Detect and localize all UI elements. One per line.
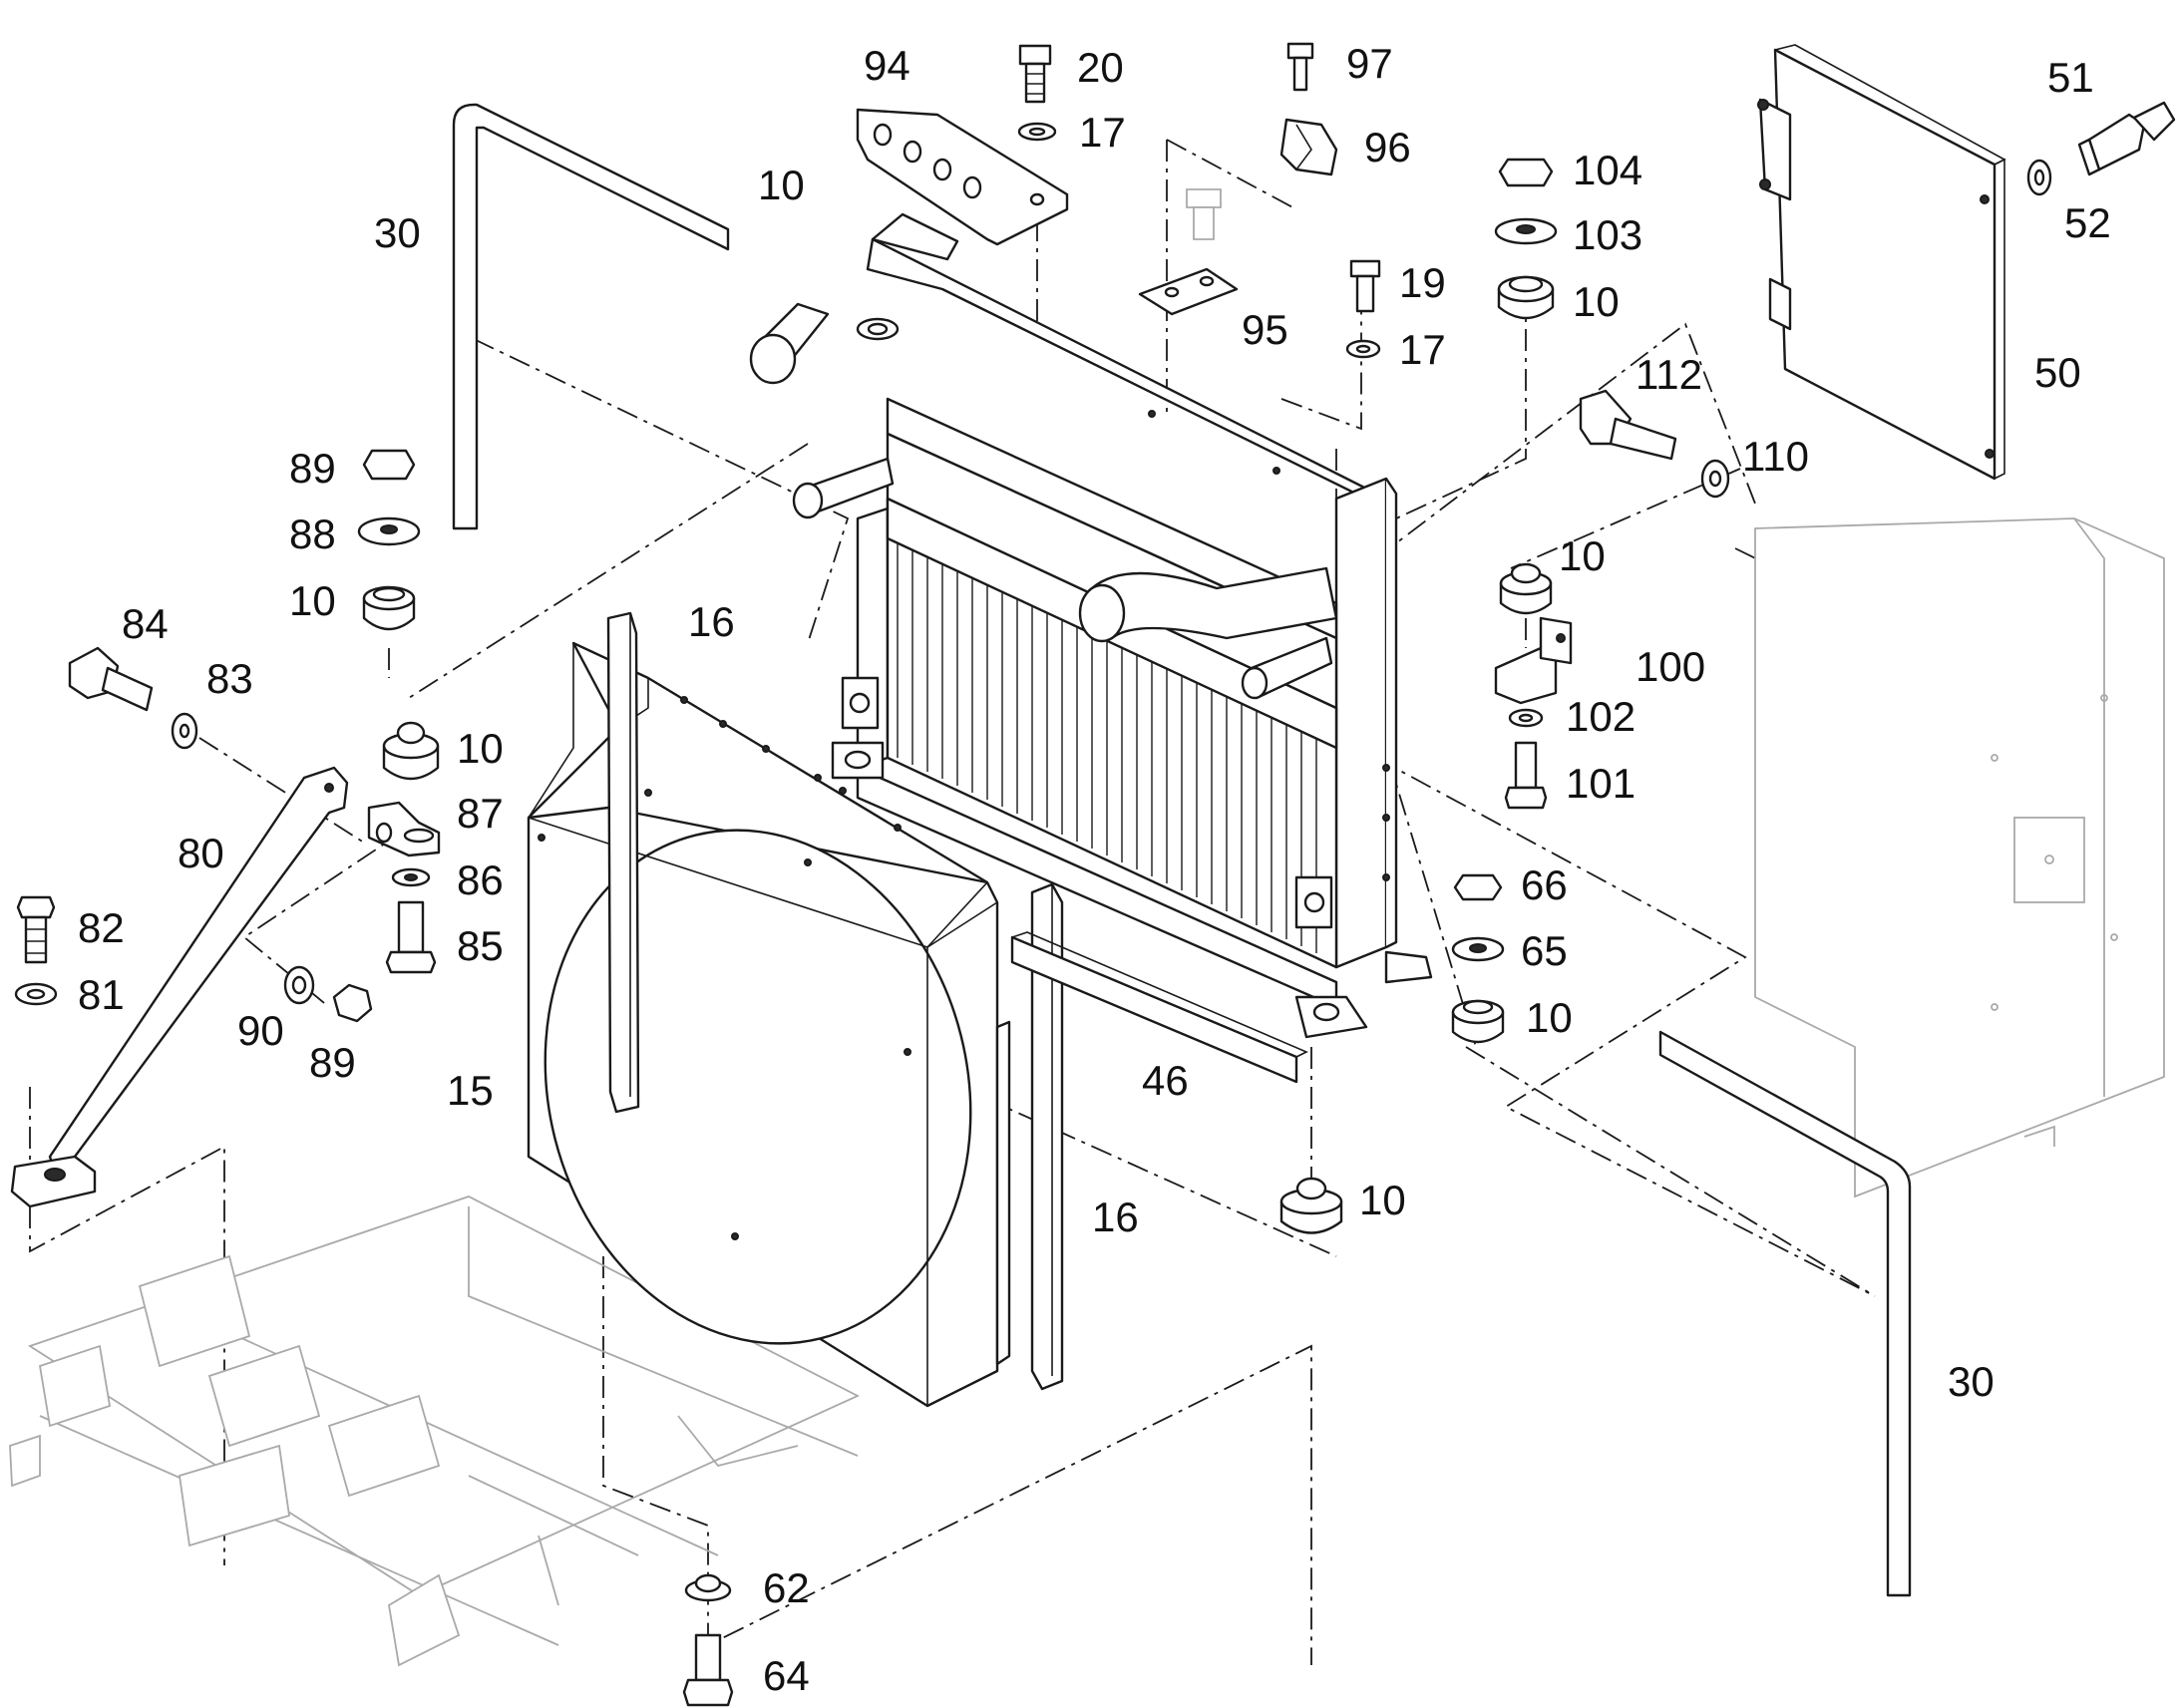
callout-19: 19 [1399,259,1446,306]
callout-100: 100 [1635,643,1705,690]
part-65-washer [1451,936,1505,962]
callout-10-radiator: 10 [758,162,805,208]
part-85-bolt [385,900,437,974]
part-86-washer [391,867,431,887]
part-88-washer [357,516,421,546]
callout-20: 20 [1077,44,1124,91]
callout-15: 15 [447,1067,494,1114]
callout-104: 104 [1573,147,1642,193]
part-19-bolt [1349,259,1381,313]
radiator-assembly [749,212,1433,1039]
callout-10-left-upper: 10 [289,577,336,624]
callout-51: 51 [2047,54,2094,101]
callout-84: 84 [122,600,169,647]
part-64-bolt [682,1633,734,1707]
part-30-rubber-strip-left [452,103,730,530]
part-84-bolt [68,646,154,712]
callout-16-upper: 16 [688,598,735,645]
part-66-nut [1453,873,1503,901]
part-10-mount-top-right [1497,275,1555,320]
callout-17: 17 [1399,326,1446,373]
part-102-washer [1508,708,1544,728]
frame-chassis [9,1196,861,1667]
part-15-fan-shroud [527,641,1011,1408]
callout-65: 65 [1521,927,1568,974]
callout-numbers: 94 20 97 51 17 96 104 10 30 103 52 10 95… [78,40,2111,1699]
callout-102: 102 [1566,693,1635,740]
callout-103: 103 [1573,211,1642,258]
part-17-washer [1345,339,1381,359]
callout-89-upper: 89 [289,445,336,492]
part-46-bottom-strip [1010,931,1308,1084]
part-100-bracket [1494,616,1573,705]
part-81-washer [14,982,58,1006]
engine-shroud [1754,517,2165,1198]
callout-95: 95 [1242,306,1288,353]
callout-96: 96 [1364,124,1411,171]
callout-85: 85 [457,922,504,969]
callout-10-bottom: 10 [1359,1177,1406,1223]
callout-87: 87 [457,790,504,837]
part-94-bracket [856,108,1069,246]
callout-10-left-lower: 10 [457,725,504,772]
part-104-nut [1498,158,1554,187]
callout-30-left: 30 [374,209,421,256]
callout-52: 52 [2064,199,2111,246]
callout-101: 101 [1566,760,1635,807]
callout-81: 81 [78,971,125,1018]
callout-83: 83 [206,655,253,702]
callout-86: 86 [457,856,504,903]
callout-17-top: 17 [1079,109,1126,156]
callout-16-lower: 16 [1092,1194,1139,1240]
callout-46: 46 [1142,1057,1189,1104]
part-16-strip-upper [606,611,640,1114]
part-62-washer [684,1573,732,1602]
part-110-washer [1700,459,1730,499]
part-96-clip [1279,118,1338,176]
callout-30-right: 30 [1948,1358,1995,1405]
part-80-stay-bar [10,766,349,1208]
callout-10-right-lower: 10 [1526,994,1573,1041]
callout-10-top-right: 10 [1573,278,1620,325]
callout-66: 66 [1521,861,1568,908]
callout-110: 110 [1742,433,1809,480]
part-52-washer [2026,159,2052,196]
part-51-bolt [2077,101,2176,176]
part-89-nut-lower [332,983,373,1023]
part-83-washer [171,712,198,750]
part-10-mount-left-lower [382,721,440,781]
radiator-core-fins [897,543,1317,953]
part-101-bolt [1504,741,1548,810]
callout-89-lower: 89 [309,1039,356,1086]
callout-64: 64 [763,1652,810,1699]
callout-97: 97 [1346,40,1393,87]
part-97-bolt [1286,42,1314,92]
part-10-mount-left-upper [362,585,416,631]
part-95-plate [1138,188,1239,316]
part-20-bolt [1018,44,1052,104]
part-103-washer [1494,217,1558,245]
callout-62: 62 [763,1564,810,1611]
part-30-rubber-strip-right [1658,1030,1912,1597]
callout-10-right-mid: 10 [1559,532,1606,579]
callout-112: 112 [1635,351,1702,398]
part-10-mount-bottom [1279,1177,1343,1234]
callout-90: 90 [237,1007,284,1054]
part-50-side-plate [1757,44,2006,481]
callout-88: 88 [289,511,336,557]
callout-50: 50 [2034,349,2081,396]
part-10-mount-right-mid [1499,562,1553,615]
part-90-washer [283,965,315,1005]
part-87-bracket [367,801,441,857]
part-82-bolt [16,895,56,964]
part-112-bolt [1579,389,1677,461]
part-10-mount-right-lower [1451,999,1505,1044]
callout-94: 94 [864,42,910,89]
callout-82: 82 [78,904,125,951]
part-89-nut-upper [362,449,416,481]
callout-80: 80 [178,830,224,876]
part-17-washer-top [1017,122,1057,142]
